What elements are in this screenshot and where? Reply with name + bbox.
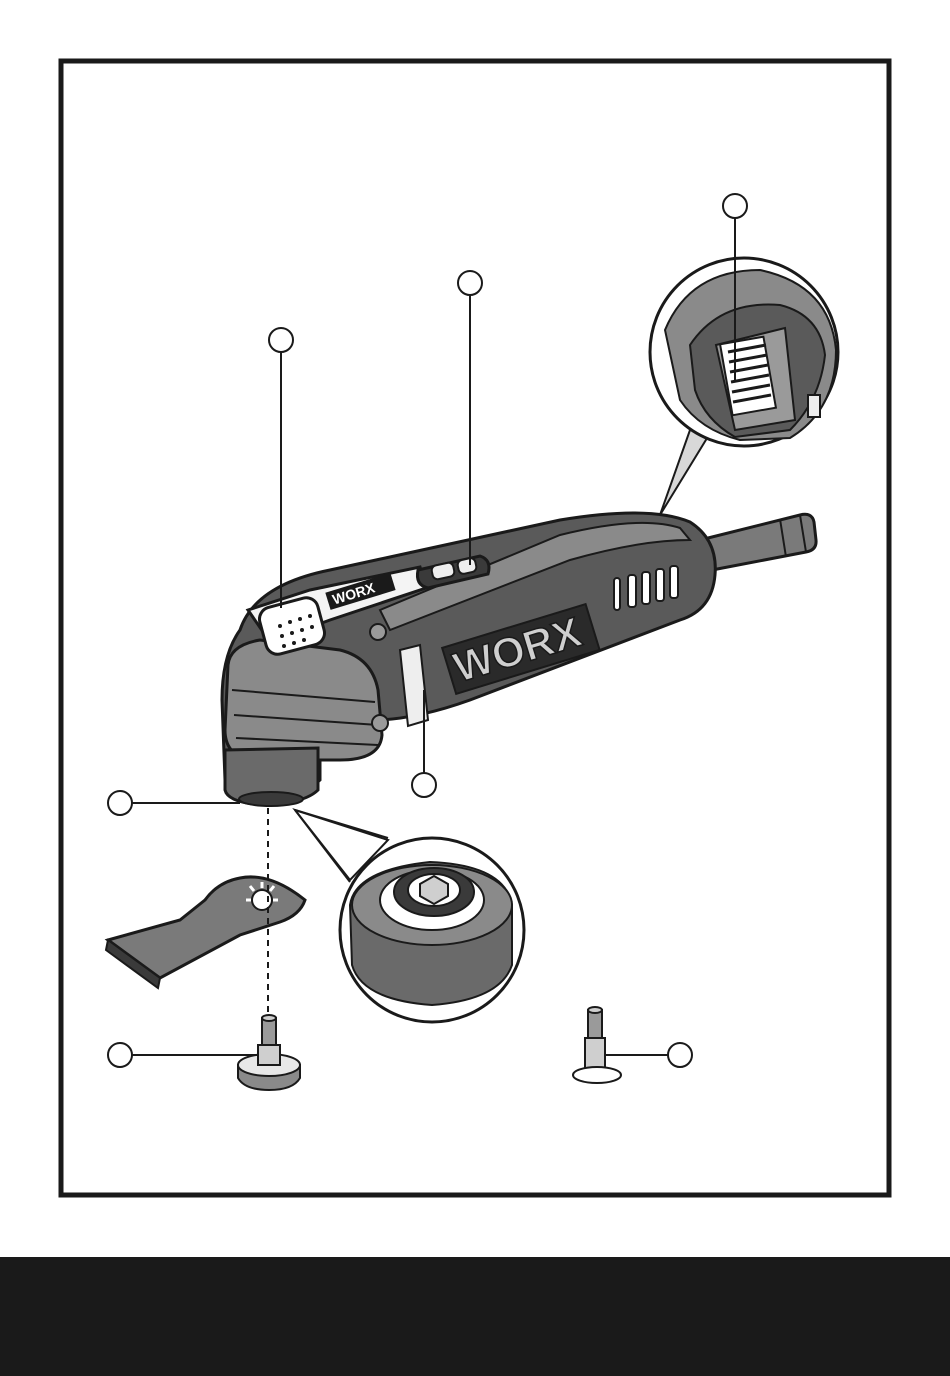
callout-lock-switch bbox=[458, 271, 482, 565]
callout-spindle bbox=[108, 791, 240, 815]
saw-blade bbox=[106, 877, 305, 988]
flange-bolt bbox=[238, 1015, 300, 1090]
callout-lever bbox=[269, 328, 293, 608]
zoom-spindle bbox=[295, 810, 524, 1022]
callout-adapter bbox=[605, 1043, 692, 1067]
zoom-speed-dial bbox=[650, 258, 838, 515]
callout-flange-bolt bbox=[108, 1043, 258, 1067]
adapter-bolt bbox=[573, 1007, 621, 1083]
power-cord bbox=[700, 514, 816, 570]
tool-body: WORX bbox=[222, 513, 715, 806]
footer-bar bbox=[0, 1257, 950, 1376]
